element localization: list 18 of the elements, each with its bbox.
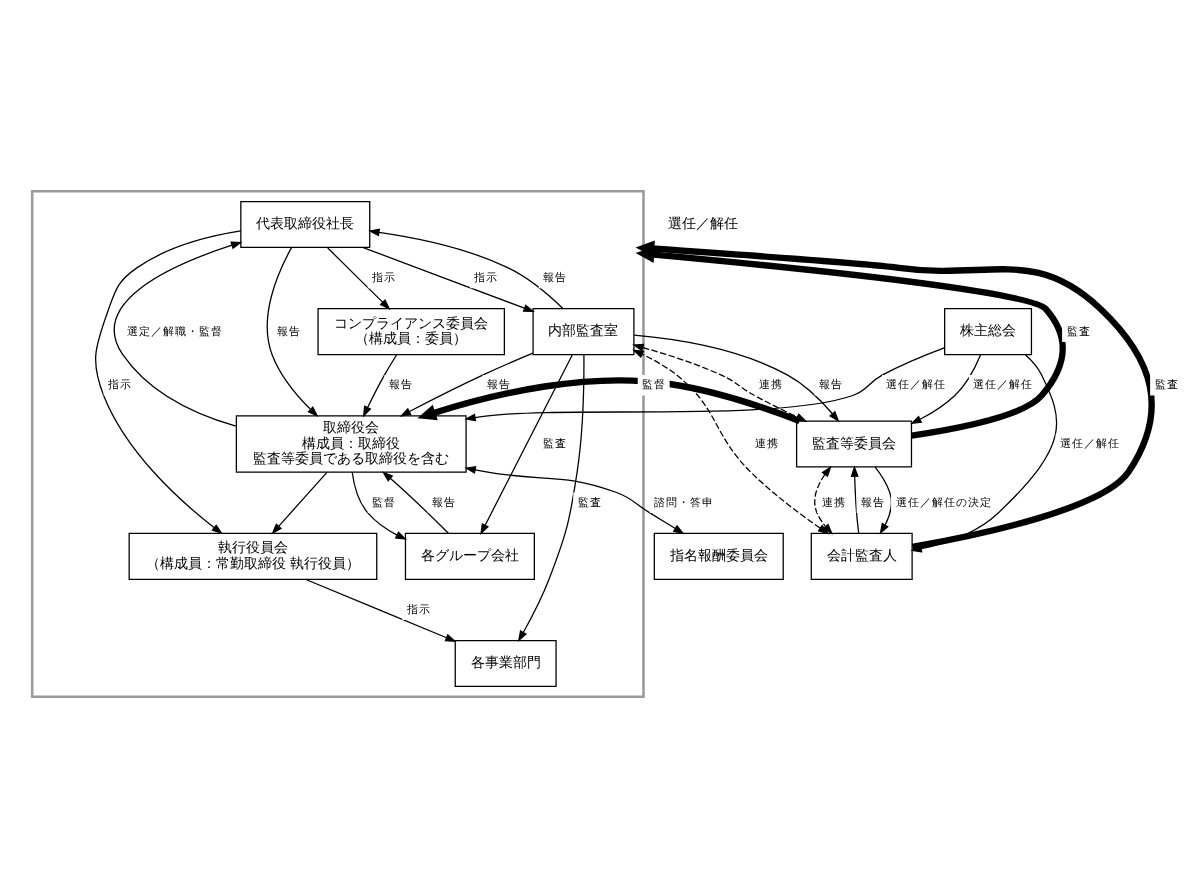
arrow: [362, 245, 535, 312]
arrow: [327, 246, 391, 309]
arrow: [517, 353, 585, 641]
arrow: [464, 464, 685, 534]
arrow: [351, 470, 407, 539]
arrow: [910, 353, 982, 424]
arrow: [362, 353, 398, 417]
arrow: [271, 470, 328, 534]
arrow: [814, 464, 834, 534]
arrow: [399, 351, 534, 416]
arrow: [266, 246, 319, 416]
arrow: [874, 465, 892, 534]
arrow: [850, 464, 860, 533]
arrow: [95, 229, 242, 534]
arrow: [382, 470, 450, 533]
arrow: [632, 348, 830, 534]
arrow: [113, 240, 243, 426]
arrow: [305, 577, 457, 641]
